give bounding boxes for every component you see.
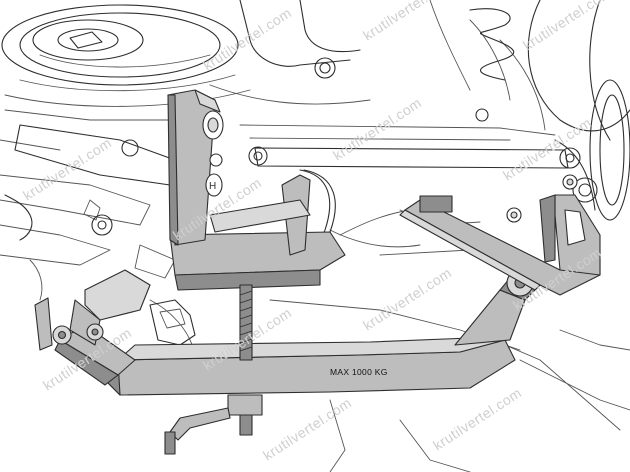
spare-wheel bbox=[1, 4, 251, 107]
screw-post bbox=[239, 284, 253, 361]
right-wheel-hub bbox=[469, 0, 630, 221]
transmission-jack bbox=[34, 89, 601, 455]
crank-handle bbox=[169, 407, 231, 441]
svg-text:H: H bbox=[209, 181, 216, 192]
right-diagonal-arm bbox=[454, 289, 526, 346]
upper-link bbox=[239, 108, 581, 169]
crank-housing bbox=[227, 394, 263, 416]
right-pad bbox=[419, 195, 453, 213]
upright-fittings: H bbox=[202, 110, 578, 223]
left-bracket bbox=[84, 269, 151, 321]
left-lower-arm bbox=[0, 124, 176, 301]
capacity-label: MAX 1000 KG bbox=[330, 367, 388, 377]
coil-spring bbox=[429, 0, 515, 91]
